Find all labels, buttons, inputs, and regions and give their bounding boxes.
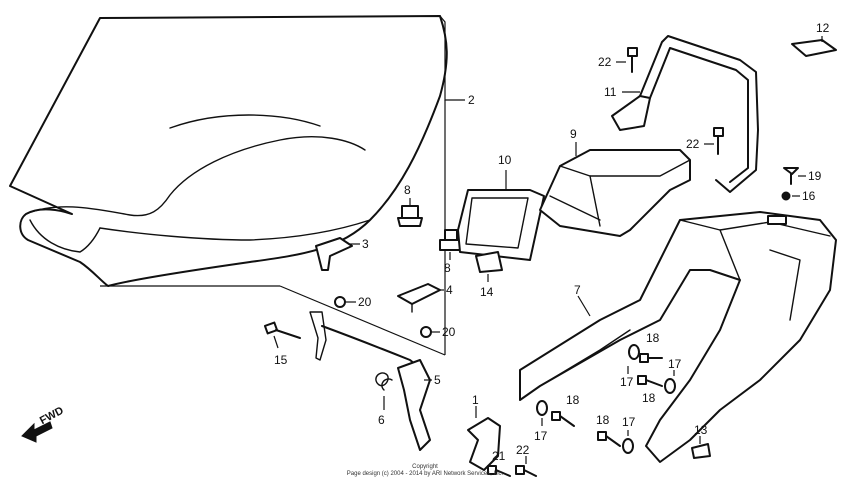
- callout-17d: 17: [622, 415, 636, 429]
- leader-2: [439, 15, 465, 101]
- callout-19: 19: [808, 169, 822, 183]
- bracket-3: [315, 237, 353, 271]
- copyright-line: Page design (c) 2004 - 2014 by ARI Netwo…: [346, 471, 504, 477]
- callout-17b: 17: [668, 357, 682, 371]
- fwd-label: FWD: [38, 405, 66, 427]
- callout-7: 7: [574, 283, 581, 297]
- bolt-18-d: [597, 431, 621, 447]
- callout-3: 3: [362, 237, 369, 251]
- callout-11: 11: [604, 85, 617, 99]
- washer-17-d: [622, 438, 634, 454]
- callout-5: 5: [434, 373, 441, 387]
- bracket-4: [397, 283, 441, 313]
- callout-18d: 18: [596, 413, 610, 427]
- callout-18c: 18: [566, 393, 580, 407]
- callout-20b: 20: [442, 325, 456, 339]
- copyright-label: Copyright: [412, 464, 438, 470]
- seat: [9, 15, 448, 287]
- callout-17a: 17: [620, 375, 634, 389]
- grommet-lower: [439, 229, 463, 251]
- callout-12: 12: [816, 21, 830, 35]
- screw-19: [783, 167, 799, 185]
- bolt-18-b: [637, 375, 663, 387]
- callout-10: 10: [498, 153, 512, 167]
- callout-20a: 20: [358, 295, 372, 309]
- grommet-upper: [397, 205, 423, 227]
- label-14: [475, 251, 503, 273]
- callout-8a: 8: [404, 183, 411, 197]
- washer-17-c: [536, 400, 548, 416]
- callout-16: 16: [802, 189, 816, 203]
- callout-18a: 18: [646, 331, 660, 345]
- callout-18b: 18: [642, 391, 656, 405]
- clip-12: [791, 39, 837, 57]
- callout-1: 1: [472, 393, 479, 407]
- tool-case-9: [539, 149, 691, 237]
- callout-13: 13: [694, 423, 708, 437]
- nut-20-upper: [334, 296, 346, 308]
- callout-8b: 8: [444, 261, 451, 275]
- label-13: [691, 443, 711, 459]
- callout-14: 14: [480, 285, 494, 299]
- tray-10: [457, 189, 545, 261]
- washer-17-a: [628, 344, 640, 360]
- nut-16: [781, 191, 791, 201]
- callout-22c: 22: [516, 443, 530, 457]
- bolt-21: [487, 465, 511, 477]
- bolt-22-lower: [515, 465, 537, 477]
- nut-20-lower: [420, 326, 432, 338]
- washer-17-b: [664, 378, 676, 394]
- callout-22b: 22: [686, 137, 700, 151]
- fwd-arrow-icon: [21, 421, 53, 443]
- callout-9: 9: [570, 127, 577, 141]
- callout-4: 4: [446, 283, 453, 297]
- spring-6: [375, 372, 393, 391]
- grab-rail-11: [611, 35, 759, 193]
- bolt-18-a: [639, 353, 663, 363]
- callout-2: 2: [468, 93, 475, 107]
- seat-lock-rod: [309, 311, 431, 451]
- callout-17c: 17: [534, 429, 548, 443]
- rear-cowl-7: [519, 211, 837, 463]
- callout-21: 21: [492, 449, 506, 463]
- callout-15: 15: [274, 353, 288, 367]
- bolt-15: [263, 321, 301, 339]
- bracket-1: [467, 417, 501, 471]
- bolt-22-mid: [713, 127, 724, 155]
- callout-22a: 22: [598, 55, 612, 69]
- callout-6: 6: [378, 413, 385, 427]
- bolt-18-c: [551, 411, 575, 427]
- bolt-22-top: [627, 47, 638, 73]
